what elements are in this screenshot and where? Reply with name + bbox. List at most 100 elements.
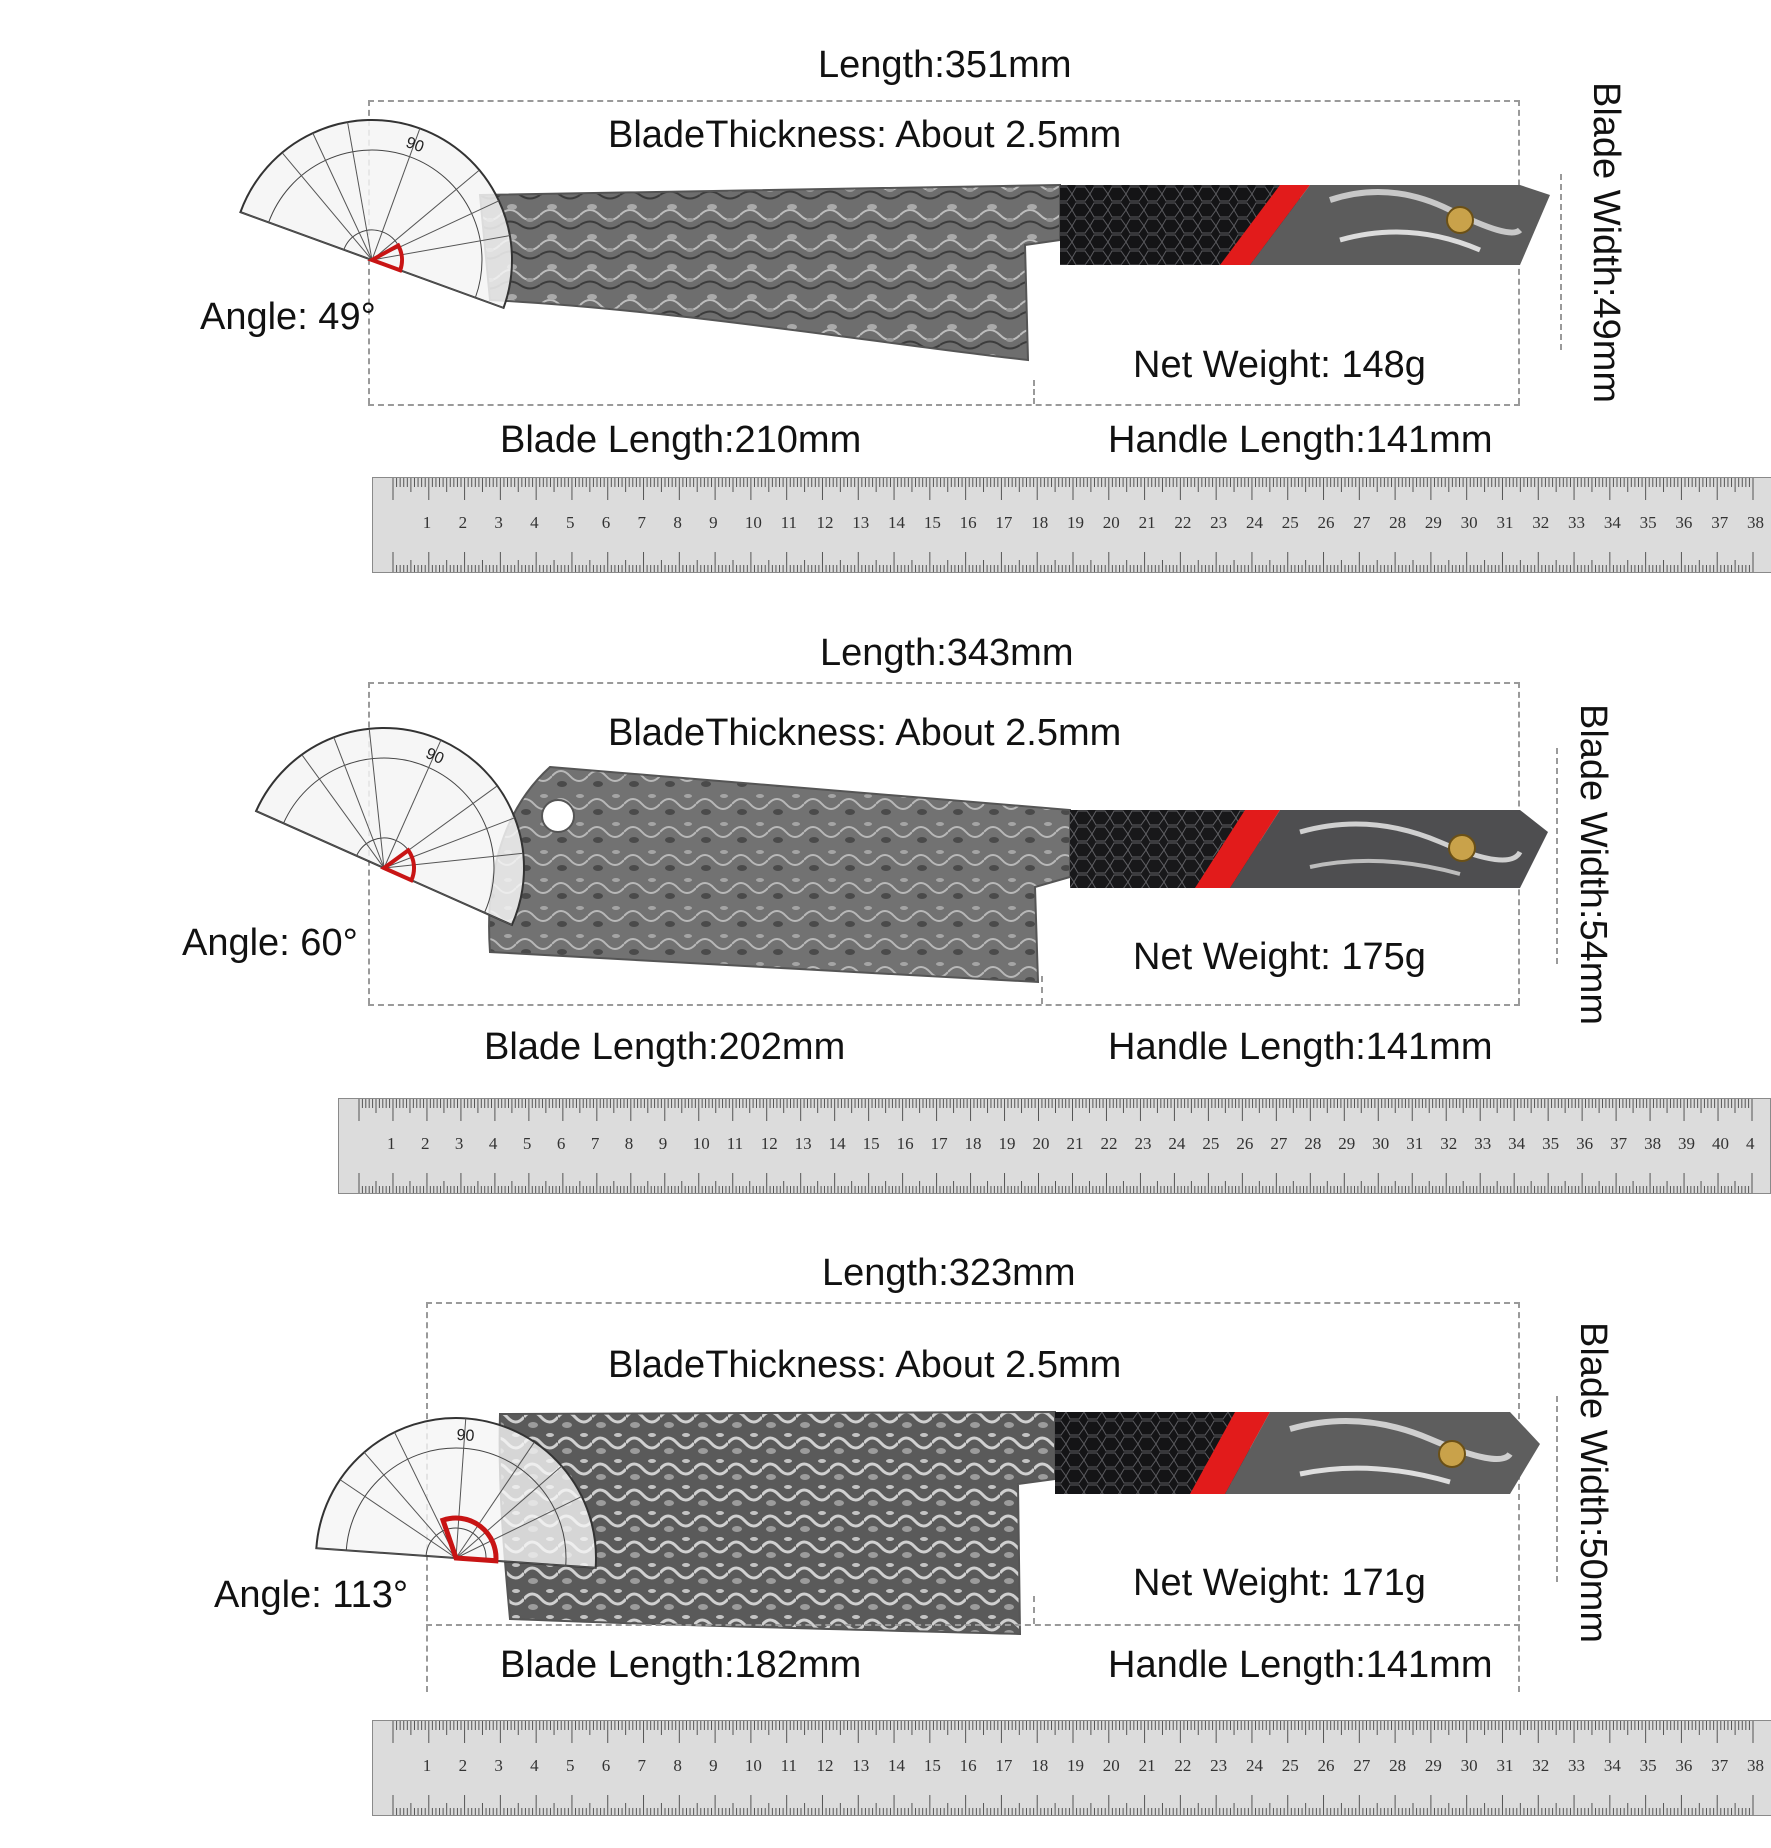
ruler-number: 36 (1675, 513, 1692, 532)
ruler-number: 13 (852, 513, 869, 532)
ruler-number: 24 (1246, 513, 1264, 532)
ruler-number: 29 (1425, 513, 1442, 532)
ruler-number: 36 (1675, 1756, 1692, 1775)
ruler-number: 28 (1304, 1134, 1321, 1153)
ruler-number: 18 (1031, 513, 1048, 532)
ruler-number: 26 (1318, 1756, 1335, 1775)
ruler-number: 16 (960, 513, 977, 532)
blade-width-label: Blade Width:50mm (1572, 1322, 1614, 1644)
ruler-number: 10 (693, 1134, 710, 1153)
ruler-number: 4 (489, 1134, 498, 1153)
blade-handle-divider (1033, 1596, 1035, 1624)
ruler-number: 9 (659, 1134, 668, 1153)
ruler-number: 1 (387, 1134, 396, 1153)
ruler-number: 38 (1747, 1756, 1764, 1775)
ruler-number: 25 (1282, 1756, 1299, 1775)
blade-length-label: Blade Length:210mm (500, 419, 862, 461)
ruler-number: 27 (1353, 1756, 1371, 1775)
ruler-number: 4 (530, 1756, 539, 1775)
ruler-number: 31 (1406, 1134, 1423, 1153)
ruler-number: 3 (455, 1134, 464, 1153)
ruler-number: 24 (1168, 1134, 1186, 1153)
ruler-number: 25 (1202, 1134, 1219, 1153)
ruler-number: 36 (1576, 1134, 1593, 1153)
blade-length-label: Blade Length:202mm (484, 1026, 846, 1068)
ruler-number: 38 (1747, 513, 1764, 532)
total-length-label: Length:351mm (818, 44, 1072, 86)
ruler-number: 5 (566, 1756, 575, 1775)
knife-cleaver-image (480, 762, 1580, 1002)
ruler-number: 28 (1389, 513, 1406, 532)
blade-dim-line (426, 1624, 1520, 1626)
ruler-number: 30 (1461, 1756, 1478, 1775)
ruler-number: 20 (1103, 1756, 1120, 1775)
length-dim-line (426, 1302, 1520, 1304)
ruler-number: 40 (1712, 1134, 1729, 1153)
ruler-number: 3 (494, 513, 503, 532)
ruler-number: 33 (1568, 513, 1585, 532)
ruler-number: 35 (1640, 1756, 1657, 1775)
ruler-number: 32 (1440, 1134, 1457, 1153)
ruler-number: 27 (1270, 1134, 1288, 1153)
ruler-number: 9 (709, 513, 718, 532)
ruler-number: 2 (421, 1134, 430, 1153)
knife-drawing (498, 1410, 1540, 1636)
protractor-drawing: 90 (239, 119, 513, 310)
ruler-number: 32 (1532, 513, 1549, 532)
ruler-number: 17 (995, 1756, 1013, 1775)
ruler-number: 17 (995, 513, 1013, 532)
ruler-number: 38 (1644, 1134, 1661, 1153)
protractor: 90 (236, 720, 525, 940)
net-weight-label: Net Weight: 175g (1133, 936, 1426, 978)
ruler-number: 32 (1532, 1756, 1549, 1775)
ruler-number: 17 (931, 1134, 949, 1153)
ruler-number: 18 (1031, 1756, 1048, 1775)
ruler-number: 15 (924, 513, 941, 532)
blade-handle-divider (1041, 976, 1043, 1004)
width-dim-line (1560, 174, 1562, 350)
ruler-number: 21 (1066, 1134, 1083, 1153)
knife-drawing (478, 183, 1550, 362)
knife-kiritsuke-image (460, 170, 1560, 370)
blade-width-label: Blade Width:49mm (1585, 82, 1627, 404)
ruler-number: 35 (1542, 1134, 1559, 1153)
ruler-number: 11 (781, 1756, 797, 1775)
ruler-number: 19 (1067, 513, 1084, 532)
ruler-number: 26 (1236, 1134, 1253, 1153)
ruler-number: 31 (1496, 1756, 1513, 1775)
ruler-number: 13 (795, 1134, 812, 1153)
svg-text:90: 90 (403, 134, 426, 156)
ruler-number: 22 (1100, 1134, 1117, 1153)
ruler-number: 2 (459, 513, 468, 532)
ruler-number: 5 (523, 1134, 532, 1153)
length-dim-line (368, 682, 1520, 684)
ruler-number: 7 (638, 513, 647, 532)
ruler-number: 23 (1210, 1756, 1227, 1775)
ruler-number: 35 (1640, 513, 1657, 532)
ruler-number: 33 (1474, 1134, 1491, 1153)
ruler-number: 30 (1372, 1134, 1389, 1153)
ruler-number: 23 (1210, 513, 1227, 532)
angle-label: Angle: 49° (200, 296, 376, 338)
width-dim-line (1556, 1396, 1558, 1582)
ruler-number: 29 (1338, 1134, 1355, 1153)
ruler-number: 37 (1711, 1756, 1729, 1775)
ruler-number: 6 (602, 1756, 611, 1775)
ruler-number: 11 (727, 1134, 743, 1153)
knife-section-1: Length:351mm BladeThickness: About 2.5mm (0, 0, 1771, 616)
ruler-number: 20 (1103, 513, 1120, 532)
total-length-label: Length:323mm (822, 1252, 1076, 1294)
blade-length-label: Blade Length:182mm (500, 1644, 862, 1686)
knife-section-3: Length:323mm BladeThickness: About 2.5mm (0, 1232, 1771, 1848)
ruler-number: 12 (816, 1756, 833, 1775)
ruler-number: 16 (960, 1756, 977, 1775)
protractor: 90 (312, 1390, 612, 1630)
blade-thickness-label: BladeThickness: About 2.5mm (608, 114, 1122, 156)
ruler-number: 4 (1746, 1134, 1755, 1153)
blade-dim-line (368, 1004, 1520, 1006)
blade-handle-divider (1033, 380, 1035, 404)
